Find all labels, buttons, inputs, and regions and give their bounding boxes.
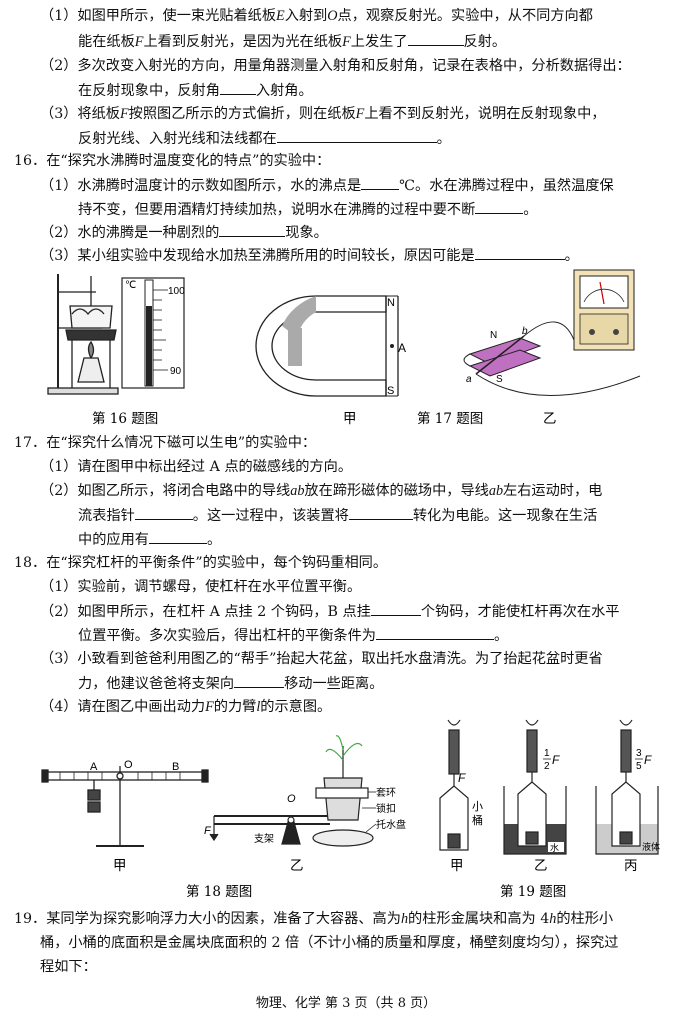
answer-blank: [219, 222, 286, 237]
lever-point-A-label: A: [90, 761, 98, 773]
answer-blank: [348, 505, 413, 520]
answer-blank: [276, 128, 437, 143]
fraction-half-denominator: 2: [544, 761, 550, 772]
q17-title: 17．在“探究什么情况下磁可以生电”的实验中：: [14, 435, 317, 451]
answer-blank: [234, 673, 285, 688]
magnet2-N-label: N: [490, 330, 497, 341]
q18-part3-line2: 力，他建议爸爸将支架向移动一些距离。: [78, 673, 383, 694]
lever-point-O-label: O: [124, 759, 133, 771]
tray-label: 托水盘: [376, 818, 406, 831]
q18-part4: （4）请在图乙中画出动力F的力臂l的示意图。: [40, 699, 332, 715]
figure-18-yi-label: 乙: [290, 858, 304, 874]
spring-scale-bing-figure: [595, 719, 659, 855]
water-label: 水: [550, 842, 559, 853]
q18-title: 18．在“探究杠杆的平衡条件”的实验中，每个钩码重相同。: [14, 555, 388, 571]
q18-part1: （1）实验前，调节螺母，使杠杆在水平位置平衡。: [40, 579, 362, 595]
small-bucket-label-2: 桶: [472, 813, 483, 827]
wire-end-b-label: b: [522, 326, 528, 337]
small-bucket-label-1: 小: [472, 800, 483, 813]
answer-blank: [361, 175, 400, 190]
liquid-label: 液体: [642, 841, 660, 852]
lever-point-B-label: B: [172, 761, 179, 773]
answer-blank: [134, 505, 193, 520]
q16-part2: （2）水的沸腾是一种剧烈的现象。: [40, 222, 328, 243]
q19-line1: 19．某同学为探究影响浮力大小的因素，准备了大容器、高为h的柱形金属块和高为 4…: [14, 911, 614, 927]
induction-circuit-figure: N S a b: [463, 269, 641, 396]
thermometer-figure: ℃ 100 90: [121, 277, 185, 389]
q15-part2-line1: （2）多次改变入射光的方向，用量角器测量入射角和反射角，记录在表格中，分析数据得…: [40, 58, 631, 74]
q18-part2-line2: 位置平衡。多次实验后，得出杠杆的平衡条件为。: [78, 625, 508, 646]
force-F-label: F: [204, 825, 212, 837]
force-F-bing-label: F: [644, 753, 652, 767]
fulcrum-O-label: O: [287, 793, 296, 805]
spring-scale-jia-figure: [439, 719, 469, 851]
figure-17-caption: 第 17 题图: [417, 410, 483, 427]
fraction-threefifths-denominator: 5: [636, 761, 642, 772]
force-F-jia-label: F: [458, 771, 466, 785]
figure-18-caption: 第 18 题图: [186, 883, 252, 900]
lock-label: 锁扣: [376, 802, 396, 815]
q19-line3: 程如下：: [40, 959, 97, 975]
answer-blank: [148, 529, 207, 544]
horseshoe-magnet-figure: N S A: [255, 295, 406, 397]
q15-part3-line2: 反射光线、入射光线和法线都在。: [78, 128, 451, 149]
magnet-N-label: N: [387, 297, 395, 309]
bracket-label: 支架: [254, 833, 274, 845]
thermometer-label-100: 100: [168, 286, 185, 297]
q16-part1-line1: （1）水沸腾时温度计的示数如图所示，水的沸点是℃。水在沸腾过程中，虽然温度保: [40, 175, 614, 196]
figure-19-bing-label: 丙: [624, 858, 638, 874]
q15-part3-line1: （3）将纸板F按照图乙所示的方式偏折，则在纸板F上看不到反射光，说明在反射现象中…: [40, 106, 606, 122]
q15-part1-line2: 能在纸板F上看到反射光，是因为光在纸板F上发生了反射。: [78, 31, 506, 52]
figure-18-jia-label: 甲: [113, 858, 127, 874]
q17-part2-line3: 中的应用有。: [78, 529, 221, 550]
boiling-apparatus-figure: [47, 274, 119, 395]
figure-17-jia-label: 甲: [343, 411, 357, 427]
thermometer-unit: ℃: [125, 280, 136, 291]
answer-blank: [375, 625, 494, 640]
q17-part1: （1）请在图甲中标出经过 A 点的磁感线的方向。: [40, 459, 353, 475]
q17-part2-line2: 流表指针。这一过程中，该装置将转化为电能。这一现象在生活: [78, 505, 597, 526]
q18-part2-line1: （2）如图甲所示，在杠杆 A 点挂 2 个钩码，B 点挂个钩码，才能使杠杆再次在…: [40, 601, 619, 622]
q15-part1-line1: （1）如图甲所示，使一束光贴着纸板E入射到O点，观察反射光。实验中，从不同方向都: [40, 8, 593, 24]
lever-figure: [41, 766, 209, 847]
answer-blank: [370, 601, 421, 616]
q15-part2-line2: 在反射现象中，反射角入射角。: [78, 80, 313, 101]
answer-blank: [475, 199, 524, 214]
figure-19-caption: 第 19 题图: [500, 883, 566, 900]
figure-16-caption: 第 16 题图: [92, 410, 158, 427]
fraction-threefifths-numerator: 3: [636, 748, 642, 759]
collar-label: 套环: [376, 786, 396, 799]
answer-blank: [219, 80, 256, 95]
answer-blank: [407, 31, 464, 46]
figures-16-17: ℃ 100 90 第 16 题图 N S A 甲 第 17 题图 乙 N S a…: [47, 269, 641, 427]
magnet-S-label: S: [387, 385, 394, 397]
force-F-yi-label: F: [552, 753, 560, 767]
figure-17-yi-label: 乙: [543, 411, 557, 427]
point-A-label: A: [398, 341, 406, 355]
q19-line2: 桶，小桶的底面积是金属块底面积的 2 倍（不计小桶的质量和厚度，桶壁刻度均匀），…: [40, 935, 619, 951]
figures-18-19: A O B 甲 O F 支架 套环 锁扣 托水盘 乙 第 18 题图 F 小 桶…: [41, 719, 660, 900]
flowerpot-lever-figure: [209, 735, 377, 847]
q17-part2-line1: （2）如图乙所示，将闭合电路中的导线ab放在蹄形磁体的磁场中，导线ab左右运动时…: [40, 483, 603, 499]
q16-part1-line2: 持不变，但要用酒精灯持续加热，说明水在沸腾的过程中要不断。: [78, 199, 537, 220]
spring-scale-yi-figure: [503, 719, 567, 855]
thermometer-label-90: 90: [170, 366, 182, 377]
fraction-half-numerator: 1: [544, 748, 550, 759]
figure-19-jia-label: 甲: [450, 858, 464, 874]
figure-19-yi-label: 乙: [534, 858, 548, 874]
q16-part3: （3）某小组实验中发现给水加热至沸腾所用的时间较长，原因可能是。: [40, 245, 579, 266]
wire-end-a-label: a: [466, 374, 472, 385]
page-footer: 物理、化学 第 3 页（共 8 页）: [255, 996, 437, 1011]
magnet2-S-label: S: [496, 374, 503, 385]
answer-blank: [474, 245, 565, 260]
q18-part3-line1: （3）小致看到爸爸利用图乙的“帮手”抬起大花盆，取出托水盘清洗。为了抬起花盆时更…: [40, 651, 603, 667]
q16-title: 16．在“探究水沸腾时温度变化的特点”的实验中：: [14, 153, 331, 169]
